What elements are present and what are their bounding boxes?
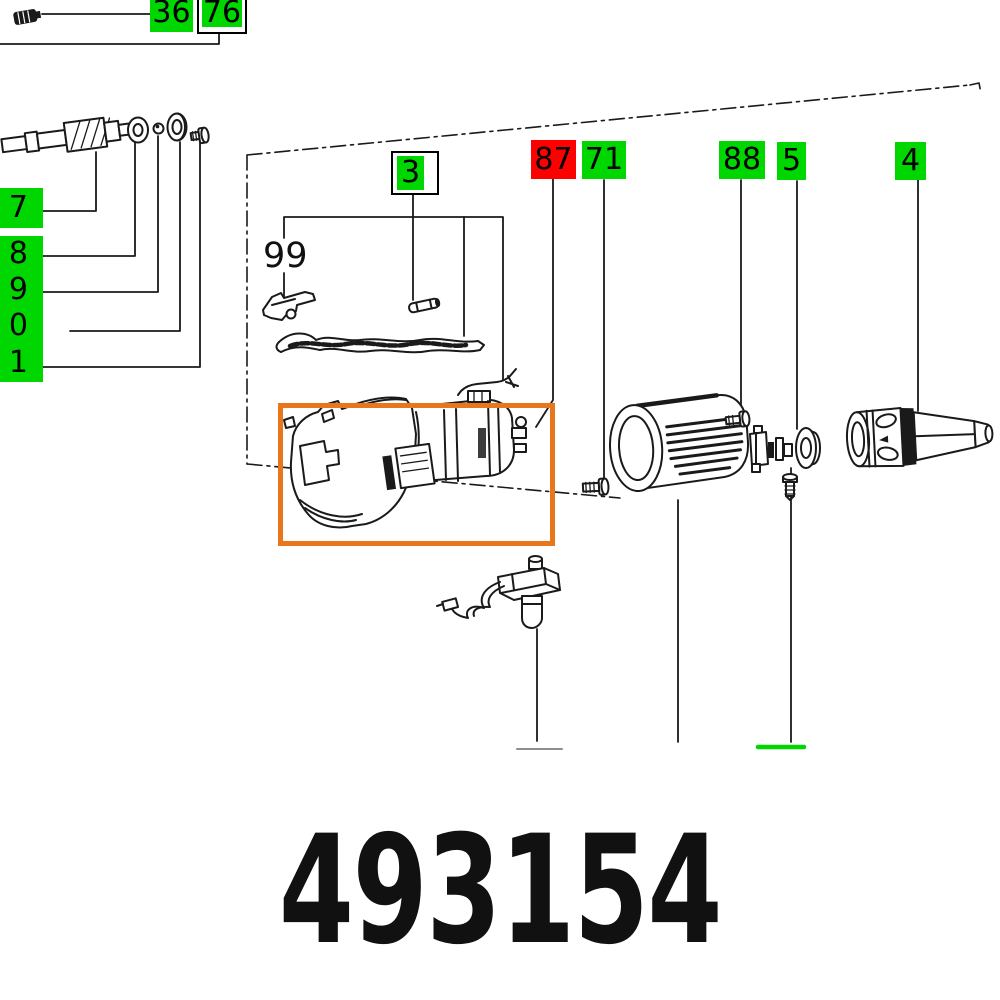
callout-left-4-label: 0 xyxy=(8,308,28,343)
screw-drawing-71 xyxy=(583,478,609,495)
pin-drawing xyxy=(408,298,441,313)
callout-left-1-label: 7 xyxy=(8,190,28,225)
callout-3[interactable]: 3 xyxy=(391,151,439,195)
screw-drawing-88 xyxy=(725,411,750,428)
ball-drawing xyxy=(154,124,164,134)
callout-87[interactable]: 87 xyxy=(531,140,576,179)
switch-drawing xyxy=(437,556,560,628)
spindle-shaft-drawing xyxy=(0,114,135,160)
callout-88-label: 88 xyxy=(722,142,762,177)
callout-4[interactable]: 4 xyxy=(895,142,926,180)
callout-71[interactable]: 71 xyxy=(582,141,626,179)
wire-clip-drawing xyxy=(458,369,518,395)
screw-drawing-top xyxy=(190,127,209,144)
clamp-lever-drawing xyxy=(263,292,315,320)
callout-3-fill: 3 xyxy=(397,156,424,190)
callout-71-label: 71 xyxy=(584,142,624,177)
cable-strip-drawing xyxy=(277,334,484,353)
highlight-box xyxy=(278,403,555,546)
callout-left-1[interactable]: 7 xyxy=(0,188,43,228)
part-number: 493154 xyxy=(140,804,860,978)
callout-left-2-label: 8 xyxy=(8,236,28,271)
callout-99-label: 99 xyxy=(263,236,308,276)
callout-87-label: 87 xyxy=(534,141,573,177)
callout-4-label: 4 xyxy=(900,143,921,178)
callout-88[interactable]: 88 xyxy=(719,141,765,179)
bearing-flange-drawing xyxy=(750,426,820,472)
callout-left-3[interactable]: 9 xyxy=(0,272,43,308)
callout-left-5[interactable]: 1 xyxy=(0,344,43,382)
callout-36-label: 36 xyxy=(152,0,191,30)
callout-76[interactable]: 76 xyxy=(197,0,247,34)
part-number-text: 493154 xyxy=(278,803,723,978)
callout-5-label: 5 xyxy=(781,143,802,178)
bearing-drawing xyxy=(128,118,148,143)
callout-left-5-label: 1 xyxy=(8,345,28,380)
bearing-ring-drawing xyxy=(168,114,187,141)
callout-76-label: 76 xyxy=(202,0,242,30)
callout-left-3-label: 9 xyxy=(8,272,28,307)
callout-left-2[interactable]: 8 xyxy=(0,236,43,272)
callout-76-fill: 76 xyxy=(202,0,242,27)
callout-36[interactable]: 36 xyxy=(150,0,193,32)
callout-99: 99 xyxy=(263,236,308,276)
callout-5[interactable]: 5 xyxy=(777,142,806,180)
leader-lines xyxy=(0,14,918,749)
screw-drawing-5 xyxy=(783,474,797,500)
callout-left-4[interactable]: 0 xyxy=(0,308,43,344)
chuck-drawing xyxy=(846,403,994,469)
carbon-brush-drawing xyxy=(13,9,42,25)
field-barrel-drawing xyxy=(607,393,751,492)
motor-housing-drawing xyxy=(284,398,435,528)
callout-3-label: 3 xyxy=(400,155,421,190)
